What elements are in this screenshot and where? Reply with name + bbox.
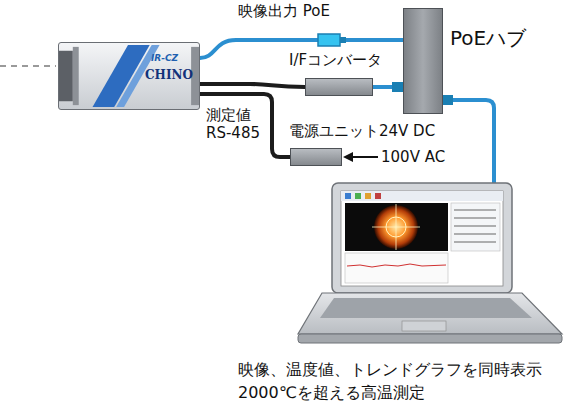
value-row [454, 218, 496, 219]
thermal-image [345, 203, 448, 251]
toolbar-icon [375, 193, 381, 199]
power-unit: 電源ユニット24V DC [290, 148, 342, 166]
laptop-keyboard [320, 298, 532, 318]
crosshair [396, 204, 397, 250]
hub-label: PoEハブ [450, 27, 526, 50]
poe-plug [318, 34, 340, 46]
lan-plug [443, 95, 453, 105]
value-panel [451, 203, 500, 251]
power-cable [200, 94, 290, 157]
toolbar-icon [365, 193, 371, 199]
camera-body: IR-CZ CHINO [58, 42, 200, 110]
app-toolbar [341, 191, 503, 201]
laptop-screen [341, 191, 503, 286]
value-row [454, 226, 496, 227]
laptop-touchpad [402, 321, 446, 331]
connector-path [200, 84, 305, 87]
brand-name: CHINO [145, 69, 193, 83]
value-row [454, 210, 496, 211]
laptop-bezel [332, 183, 512, 293]
ac-input-label: 100V AC [381, 148, 445, 166]
lens-ring [73, 47, 79, 105]
laptop-front-edge [298, 334, 562, 343]
rs485-label: 測定値 RS-485 [206, 106, 268, 142]
caption-line: 2000℃を超える高温測定 [238, 383, 425, 402]
model-name: IR-CZ [151, 53, 178, 63]
if-converter: I/Fコンバータ [305, 78, 373, 96]
trend-line [347, 264, 446, 267]
caption-line: 映像、温度値、トレンドグラフを同時表示 [238, 360, 542, 379]
power-arrow-head [343, 152, 353, 162]
lan-cable [443, 100, 494, 184]
value-row [454, 234, 496, 235]
poe-output-label: 映像出力 PoE [238, 2, 330, 20]
toolbar-icon [355, 193, 361, 199]
lens-housing [59, 51, 73, 101]
poe-hub: PoEハブ [403, 8, 443, 114]
trend-graph [345, 253, 448, 283]
power-arrow [350, 156, 378, 158]
converter-label: I/Fコンバータ [289, 52, 382, 69]
lan-plug [392, 82, 403, 92]
poe-plug-tip [340, 37, 346, 43]
rs485-cable [200, 84, 305, 87]
sight-line [0, 65, 56, 67]
connector-path [200, 94, 290, 157]
toolbar-icon [345, 193, 351, 199]
value-row [454, 242, 496, 243]
laptop-base [298, 293, 562, 334]
power-unit-label: 電源ユニット24V DC [289, 123, 435, 140]
